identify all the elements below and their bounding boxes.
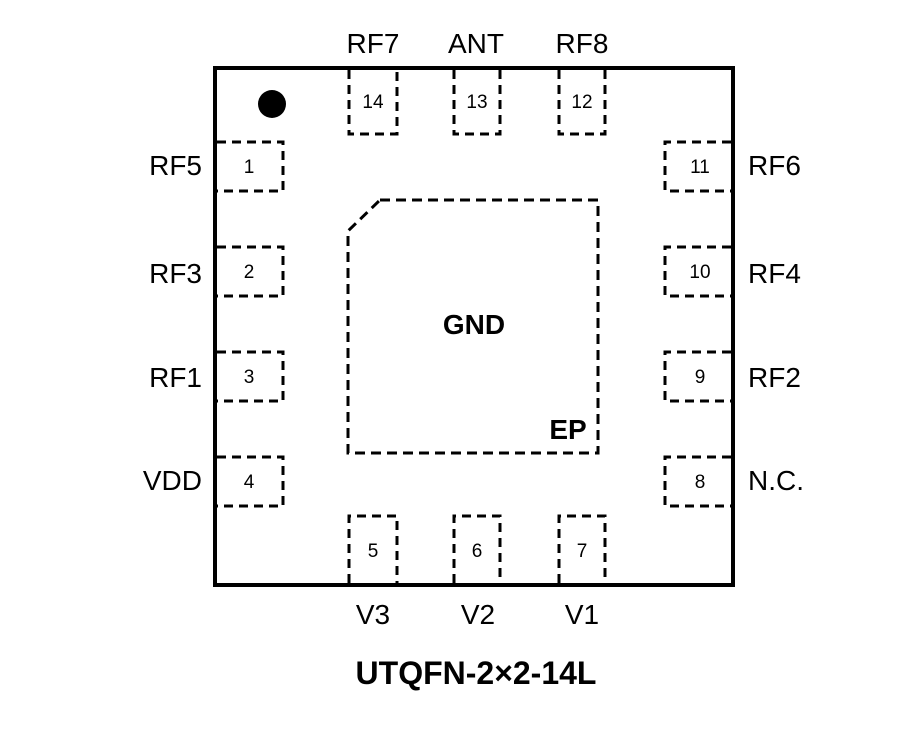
pin-name: RF1 <box>149 362 202 393</box>
pin-number: 2 <box>244 262 255 283</box>
pin-number: 14 <box>362 92 384 113</box>
pin-number: 10 <box>689 262 710 283</box>
package-title: UTQFN-2×2-14L <box>356 655 597 691</box>
pin-5: 5 V3 <box>347 514 399 630</box>
pin-8: 8 N.C. <box>663 455 804 508</box>
pin-name: RF8 <box>556 28 609 59</box>
pin-1: 1 RF5 <box>149 140 285 193</box>
pin-number: 13 <box>466 92 487 113</box>
pin-name: RF6 <box>748 150 801 181</box>
pin-2: 2 RF3 <box>149 245 285 298</box>
pin-9: 9 RF2 <box>663 350 801 403</box>
pin-4: 4 VDD <box>143 455 285 508</box>
pin-name: V3 <box>356 599 390 630</box>
pin-3: 3 RF1 <box>149 350 285 403</box>
exposed-pad-label: EP <box>549 414 586 445</box>
pin-number: 9 <box>695 367 706 388</box>
pin-number: 3 <box>244 367 255 388</box>
exposed-pad <box>346 198 600 455</box>
pin-name: ANT <box>448 28 504 59</box>
pin-name: RF4 <box>748 258 801 289</box>
pin-number: 11 <box>690 157 710 178</box>
pin-name: RF2 <box>748 362 801 393</box>
pin-name: RF3 <box>149 258 202 289</box>
pin-12: 12 RF8 <box>556 28 609 136</box>
pin-13: 13 ANT <box>448 28 504 136</box>
pin-name: VDD <box>143 465 202 496</box>
pin-11: 11 RF6 <box>663 140 801 193</box>
pin-6: 6 V2 <box>452 514 502 630</box>
pin-number: 12 <box>571 92 592 113</box>
pin-name: V2 <box>461 599 495 630</box>
pin-number: 6 <box>472 541 483 562</box>
pin-number: 1 <box>244 157 255 178</box>
pin-number: 7 <box>577 541 588 562</box>
pin-number: 4 <box>244 472 255 493</box>
pin-name: N.C. <box>748 465 804 496</box>
package-outline <box>213 66 735 587</box>
pin-10: 10 RF4 <box>663 245 801 298</box>
pin-number: 5 <box>368 541 379 562</box>
pin1-dot-icon <box>258 90 286 118</box>
pin-name: V1 <box>565 599 599 630</box>
pin-14: 14 RF7 <box>347 28 400 136</box>
pin-name: RF7 <box>347 28 400 59</box>
pin-number: 8 <box>695 472 706 493</box>
center-pad-label: GND <box>443 309 505 340</box>
pin-7: 7 V1 <box>557 514 607 630</box>
pin-name: RF5 <box>149 150 202 181</box>
